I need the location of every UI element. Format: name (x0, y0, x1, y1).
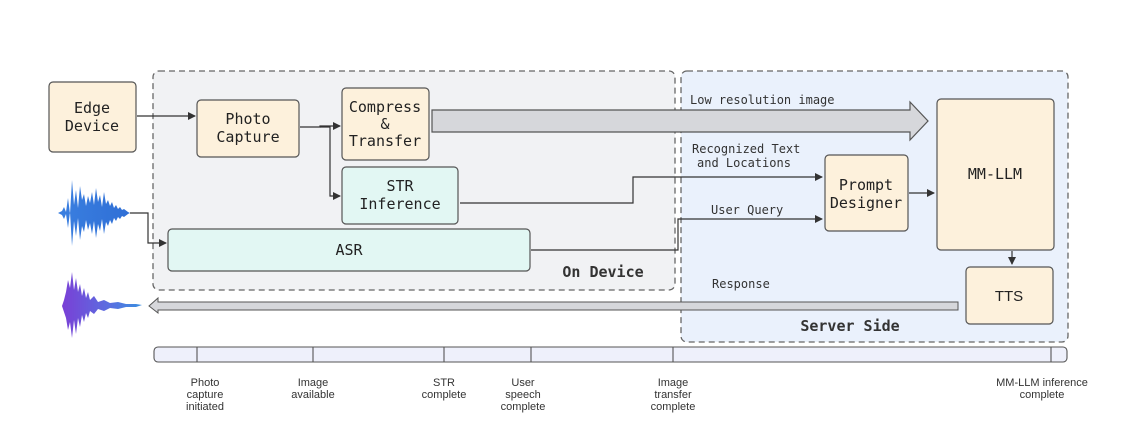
svg-text:Transfer: Transfer (349, 132, 421, 150)
server-side-label: Server Side (800, 317, 899, 335)
svg-text:speech: speech (505, 389, 540, 401)
svg-text:complete: complete (651, 401, 696, 413)
svg-text:ASR: ASR (335, 241, 363, 259)
str-inference-box: STR Inference (341, 166, 459, 225)
svg-text:complete: complete (422, 389, 467, 401)
speech-output-waveform-icon (62, 272, 142, 338)
timeline-label-image-transfer: Image transfer complete (651, 377, 696, 413)
svg-text:transfer: transfer (654, 389, 692, 401)
mic-to-asr (130, 212, 167, 247)
recognized-text-label-1: Recognized Text (692, 142, 800, 156)
user-query-label: User Query (711, 203, 783, 217)
response-arrow (148, 296, 959, 315)
svg-text:Edge: Edge (74, 99, 110, 117)
timeline-label-str-complete: STR complete (422, 377, 467, 401)
svg-text:Designer: Designer (830, 194, 902, 212)
str-to-prompt (460, 173, 823, 204)
svg-text:MM-LLM: MM-LLM (968, 165, 1022, 183)
low-res-image-arrow (431, 100, 929, 142)
compress-transfer-box: Compress & Transfer (341, 87, 430, 161)
svg-text:TTS: TTS (995, 288, 1023, 305)
timeline-label-image-available: Image available (291, 377, 334, 401)
svg-text:Prompt: Prompt (839, 176, 893, 194)
svg-text:Compress: Compress (349, 98, 421, 116)
svg-text:MM-LLM inference: MM-LLM inference (996, 377, 1088, 389)
low-res-image-label: Low resolution image (690, 93, 835, 107)
svg-text:Image: Image (298, 377, 329, 389)
prompt-designer-box: Prompt Designer (824, 154, 909, 232)
svg-text:available: available (291, 389, 334, 401)
response-label: Response (712, 277, 770, 291)
svg-text:initiated: initiated (186, 401, 224, 413)
svg-text:Photo: Photo (191, 377, 220, 389)
svg-text:complete: complete (1020, 389, 1065, 401)
mm-llm-box: MM-LLM (936, 98, 1055, 251)
asr-box: ASR (167, 228, 531, 272)
on-device-label: On Device (562, 263, 643, 281)
svg-text:Inference: Inference (359, 195, 440, 213)
svg-text:Image: Image (658, 377, 689, 389)
timeline-label-photo-capture: Photo capture initiated (186, 377, 224, 413)
recognized-text-label-2: and Locations (697, 156, 791, 170)
photo-capture-box: Photo Capture (196, 99, 300, 158)
edge-device-box: Edge Device (48, 81, 137, 153)
svg-text:User: User (511, 377, 535, 389)
svg-text:Capture: Capture (216, 128, 279, 146)
svg-text:capture: capture (187, 389, 224, 401)
timeline-label-mmllm-inference: MM-LLM inference complete (996, 377, 1088, 401)
timeline-label-user-speech: User speech complete (501, 377, 546, 413)
svg-text:&: & (380, 115, 389, 133)
tts-box: TTS (965, 266, 1054, 325)
speech-input-waveform-icon (58, 180, 130, 246)
svg-text:Photo: Photo (225, 110, 270, 128)
asr-to-prompt (531, 215, 823, 251)
svg-text:STR: STR (433, 377, 455, 389)
timeline-bar (153, 346, 1068, 363)
svg-text:Device: Device (65, 117, 119, 135)
svg-text:STR: STR (386, 177, 414, 195)
svg-text:complete: complete (501, 401, 546, 413)
photo-to-str (320, 126, 341, 200)
